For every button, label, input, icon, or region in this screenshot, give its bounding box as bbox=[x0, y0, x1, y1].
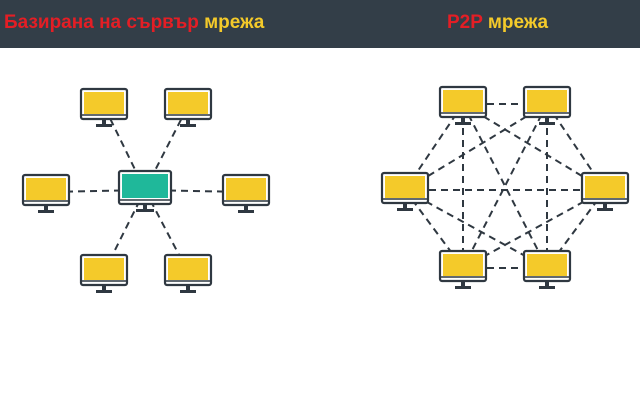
client-computer-icon bbox=[79, 87, 129, 127]
peer-computer-icon bbox=[380, 171, 430, 211]
network-nodes bbox=[21, 85, 630, 293]
client-computer-icon bbox=[163, 87, 213, 127]
client-computer-icon bbox=[79, 253, 129, 293]
client-computer-icon bbox=[21, 173, 71, 213]
client-computer-icon bbox=[163, 253, 213, 293]
peer-computer-icon bbox=[438, 249, 488, 289]
title-part-network-right: мрежа bbox=[487, 12, 549, 33]
network-diagrams bbox=[21, 85, 630, 293]
peer-link bbox=[462, 103, 548, 269]
peer-link bbox=[462, 103, 548, 269]
client-computer-icon bbox=[221, 173, 271, 213]
title-part-server-based: Базирана на сървър bbox=[4, 12, 199, 33]
header-bar: Базирана на сървър мрежа P2P мрежа bbox=[0, 0, 640, 48]
peer-computer-icon bbox=[522, 85, 572, 125]
server-computer-icon bbox=[117, 169, 173, 212]
title-part-p2p: P2P bbox=[447, 12, 483, 33]
peer-computer-icon bbox=[522, 249, 572, 289]
title-part-network: мрежа bbox=[204, 12, 265, 33]
peer-computer-icon bbox=[580, 171, 630, 211]
p2p-network-title: P2P мрежа bbox=[447, 11, 548, 35]
server-network-title: Базирана на сървър мрежа bbox=[4, 11, 264, 35]
peer-computer-icon bbox=[438, 85, 488, 125]
